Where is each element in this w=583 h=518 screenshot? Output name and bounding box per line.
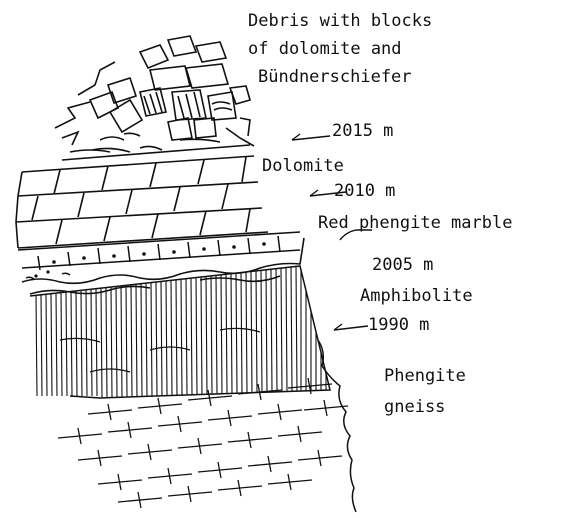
hatch-line bbox=[141, 284, 142, 397]
phengite-gneiss-label-line2: gneiss bbox=[384, 396, 445, 418]
hatch-line bbox=[226, 274, 227, 393]
hatch-line bbox=[51, 294, 52, 396]
debris-label-line3: Bündnerschiefer bbox=[258, 66, 412, 88]
debris-label-line2: of dolomite and bbox=[248, 38, 402, 60]
red-phengite-marble-label: Red phengite marble bbox=[318, 212, 512, 234]
hatch-line bbox=[291, 267, 292, 391]
hatch-line bbox=[156, 282, 157, 396]
hatch-line bbox=[116, 286, 117, 397]
hatch-line bbox=[86, 290, 87, 396]
hatch-line bbox=[126, 285, 127, 397]
hatch-line bbox=[211, 276, 212, 394]
hatch-line bbox=[171, 280, 172, 395]
hatch-line bbox=[36, 295, 37, 396]
hatch-line bbox=[261, 270, 262, 392]
debris-layer bbox=[55, 36, 254, 160]
hatch-line bbox=[186, 279, 187, 395]
amphibolite-label: Amphibolite bbox=[360, 285, 473, 307]
elevation-1990-label: 1990 m bbox=[368, 314, 429, 336]
hatch-line bbox=[91, 289, 92, 396]
hatch-line bbox=[201, 277, 202, 394]
hatch-line bbox=[71, 291, 72, 396]
elevation-2005-label: 2005 m bbox=[372, 254, 433, 276]
hatch-line bbox=[101, 288, 102, 398]
hatch-line bbox=[111, 287, 112, 398]
hatch-line bbox=[81, 290, 82, 396]
hatch-line bbox=[221, 275, 222, 394]
debris-label-line1: Debris with blocks bbox=[248, 10, 432, 32]
hatch-line bbox=[61, 293, 62, 396]
hatch-line bbox=[161, 281, 162, 395]
hatch-line bbox=[236, 273, 237, 393]
hatch-line bbox=[286, 268, 287, 392]
hatch-line bbox=[266, 270, 267, 392]
dolomite-label: Dolomite bbox=[262, 155, 344, 177]
hatch-line bbox=[231, 274, 232, 394]
hatch-line bbox=[276, 269, 277, 392]
hatch-line bbox=[281, 268, 282, 392]
hatch-line bbox=[106, 288, 107, 398]
elevation-2010-label: 2010 m bbox=[334, 180, 395, 202]
hatch-line bbox=[46, 294, 47, 396]
hatch-line bbox=[151, 283, 152, 397]
hatch-line bbox=[181, 279, 182, 395]
hatch-line bbox=[206, 276, 207, 394]
hatch-line bbox=[251, 271, 252, 392]
hatch-line bbox=[246, 272, 247, 393]
hatch-line bbox=[96, 289, 97, 396]
amphibolite-hatch bbox=[36, 266, 326, 398]
hatch-line bbox=[66, 292, 67, 396]
amphibolite-wave bbox=[150, 347, 190, 350]
hatch-line bbox=[146, 283, 147, 396]
amphibolite-layer bbox=[30, 266, 330, 398]
hatch-line bbox=[191, 278, 192, 395]
hatch-line bbox=[76, 291, 77, 396]
elevation-2015-label: 2015 m bbox=[332, 120, 393, 142]
hatch-line bbox=[121, 286, 122, 397]
hatch-line bbox=[41, 295, 42, 396]
hatch-line bbox=[131, 285, 132, 397]
hatch-line bbox=[176, 280, 177, 396]
hatch-line bbox=[196, 278, 197, 395]
hatch-line bbox=[166, 281, 167, 396]
dolomite-layer bbox=[16, 156, 268, 248]
amphibolite-wave bbox=[90, 369, 130, 372]
hatch-line bbox=[241, 273, 242, 394]
hatch-line bbox=[271, 269, 272, 392]
hatch-line bbox=[216, 275, 217, 394]
hatch-line bbox=[56, 293, 57, 396]
hatch-line bbox=[296, 266, 297, 391]
phengite-gneiss-label-line1: Phengite bbox=[384, 365, 466, 387]
hatch-line bbox=[136, 284, 137, 397]
